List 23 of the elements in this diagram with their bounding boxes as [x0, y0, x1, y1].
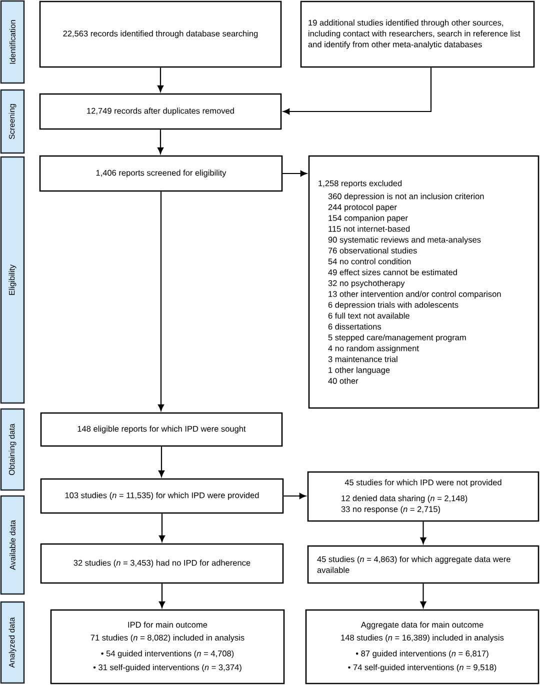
arrow	[420, 584, 426, 608]
process-box: 1,258 reports excluded 360 depression is not an inclusion criterion 244 protocol paper 154 companion paper 115 not internet-based 90 systematic reviews and meta-analyses 76 observational studies 54 no control condition 49 effect sizes cannot be estimated 32 no psychotherapy 13 other intervention and/or control comparison 6 depression trials with adolescents 6 full text not available 6 dissertations 5 stepped care/management program 4 no random assignment 3 maintenance trial 1 other language 40 other	[308, 155, 540, 409]
process-box: 45 studies for which IPD were not provided 12 denied data sharing (n = 2,148) 33 no response (n = 2,715)	[307, 471, 540, 522]
arrow	[283, 68, 432, 115]
process-box: 32 studies (n = 3,453) had no IPD for adherence	[40, 543, 284, 584]
process-box: 103 studies (n = 11,535) for which IPD were provided	[40, 478, 284, 514]
arrow	[158, 446, 165, 477]
process-box: 1,406 reports screened for eligibility	[39, 155, 283, 192]
arrow	[158, 514, 166, 542]
process-box: 22,563 records identified through database searching	[39, 0, 282, 68]
arrow	[284, 493, 306, 500]
process-box: 12,749 records after duplicates removed	[39, 93, 282, 130]
arrow	[420, 522, 426, 544]
arrow	[157, 68, 164, 92]
arrow	[158, 584, 166, 608]
arrow	[157, 130, 164, 154]
arrow	[282, 170, 307, 177]
process-box: IPD for main outcome 71 studies (n = 8,082) included in analysis • 54 guided interventions (n = 4,708) • 31 self-guided interventions (n = 3,374)	[50, 609, 285, 684]
process-box: Aggregate data for main outcome 148 studies (n = 16,389) included in analysis • 87 guided interventions (n = 6,817) • 74 self-guided interventions (n = 9,518)	[305, 609, 540, 684]
process-box: 45 studies (n = 4,863) for which aggregate data were available	[307, 545, 540, 584]
arrow	[158, 192, 164, 411]
process-box: 148 eligible reports for which IPD were sought	[40, 412, 283, 447]
process-box: 19 additional studies identified through other sources, including contact with researchers, search in reference list and identify from other meta-analytic databases	[300, 0, 535, 68]
